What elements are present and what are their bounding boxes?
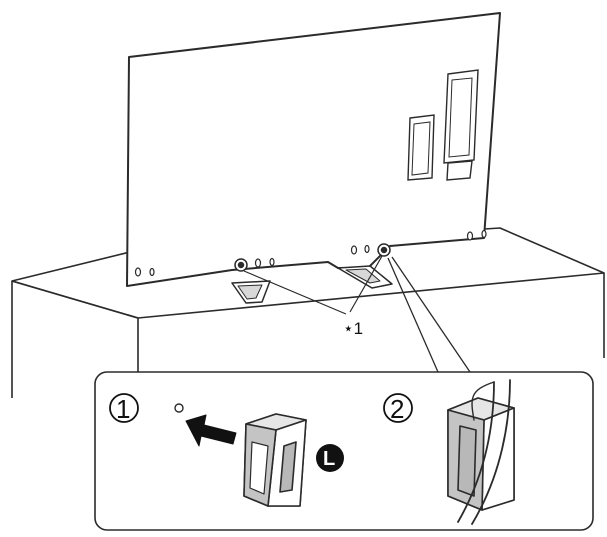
tv-screw-holes — [134, 229, 487, 277]
step-2: 2 — [383, 379, 515, 525]
cable — [457, 379, 511, 525]
callout-pointer-lines — [243, 255, 383, 315]
step-2-circle — [383, 393, 413, 423]
step-2-number: 2 — [390, 394, 404, 424]
callout-label: ⋆1 — [343, 319, 363, 338]
tv-terminal-covers — [407, 69, 479, 181]
detail-inset-panel — [94, 371, 594, 531]
mounting-holes — [234, 243, 391, 272]
insert-arrow-icon — [185, 414, 237, 447]
zoom-guide-lines — [387, 256, 471, 373]
step-1-number: 1 — [116, 394, 130, 424]
left-side-badge-letter: L — [323, 448, 335, 470]
left-side-badge — [316, 444, 344, 472]
cable-holder-part — [243, 413, 307, 507]
tv-stand-feet — [231, 265, 393, 304]
mounted-cable-holder — [447, 397, 515, 511]
step-1: 1 L — [109, 393, 344, 507]
step-1-circle — [109, 393, 139, 423]
step-1-hole — [174, 403, 184, 413]
